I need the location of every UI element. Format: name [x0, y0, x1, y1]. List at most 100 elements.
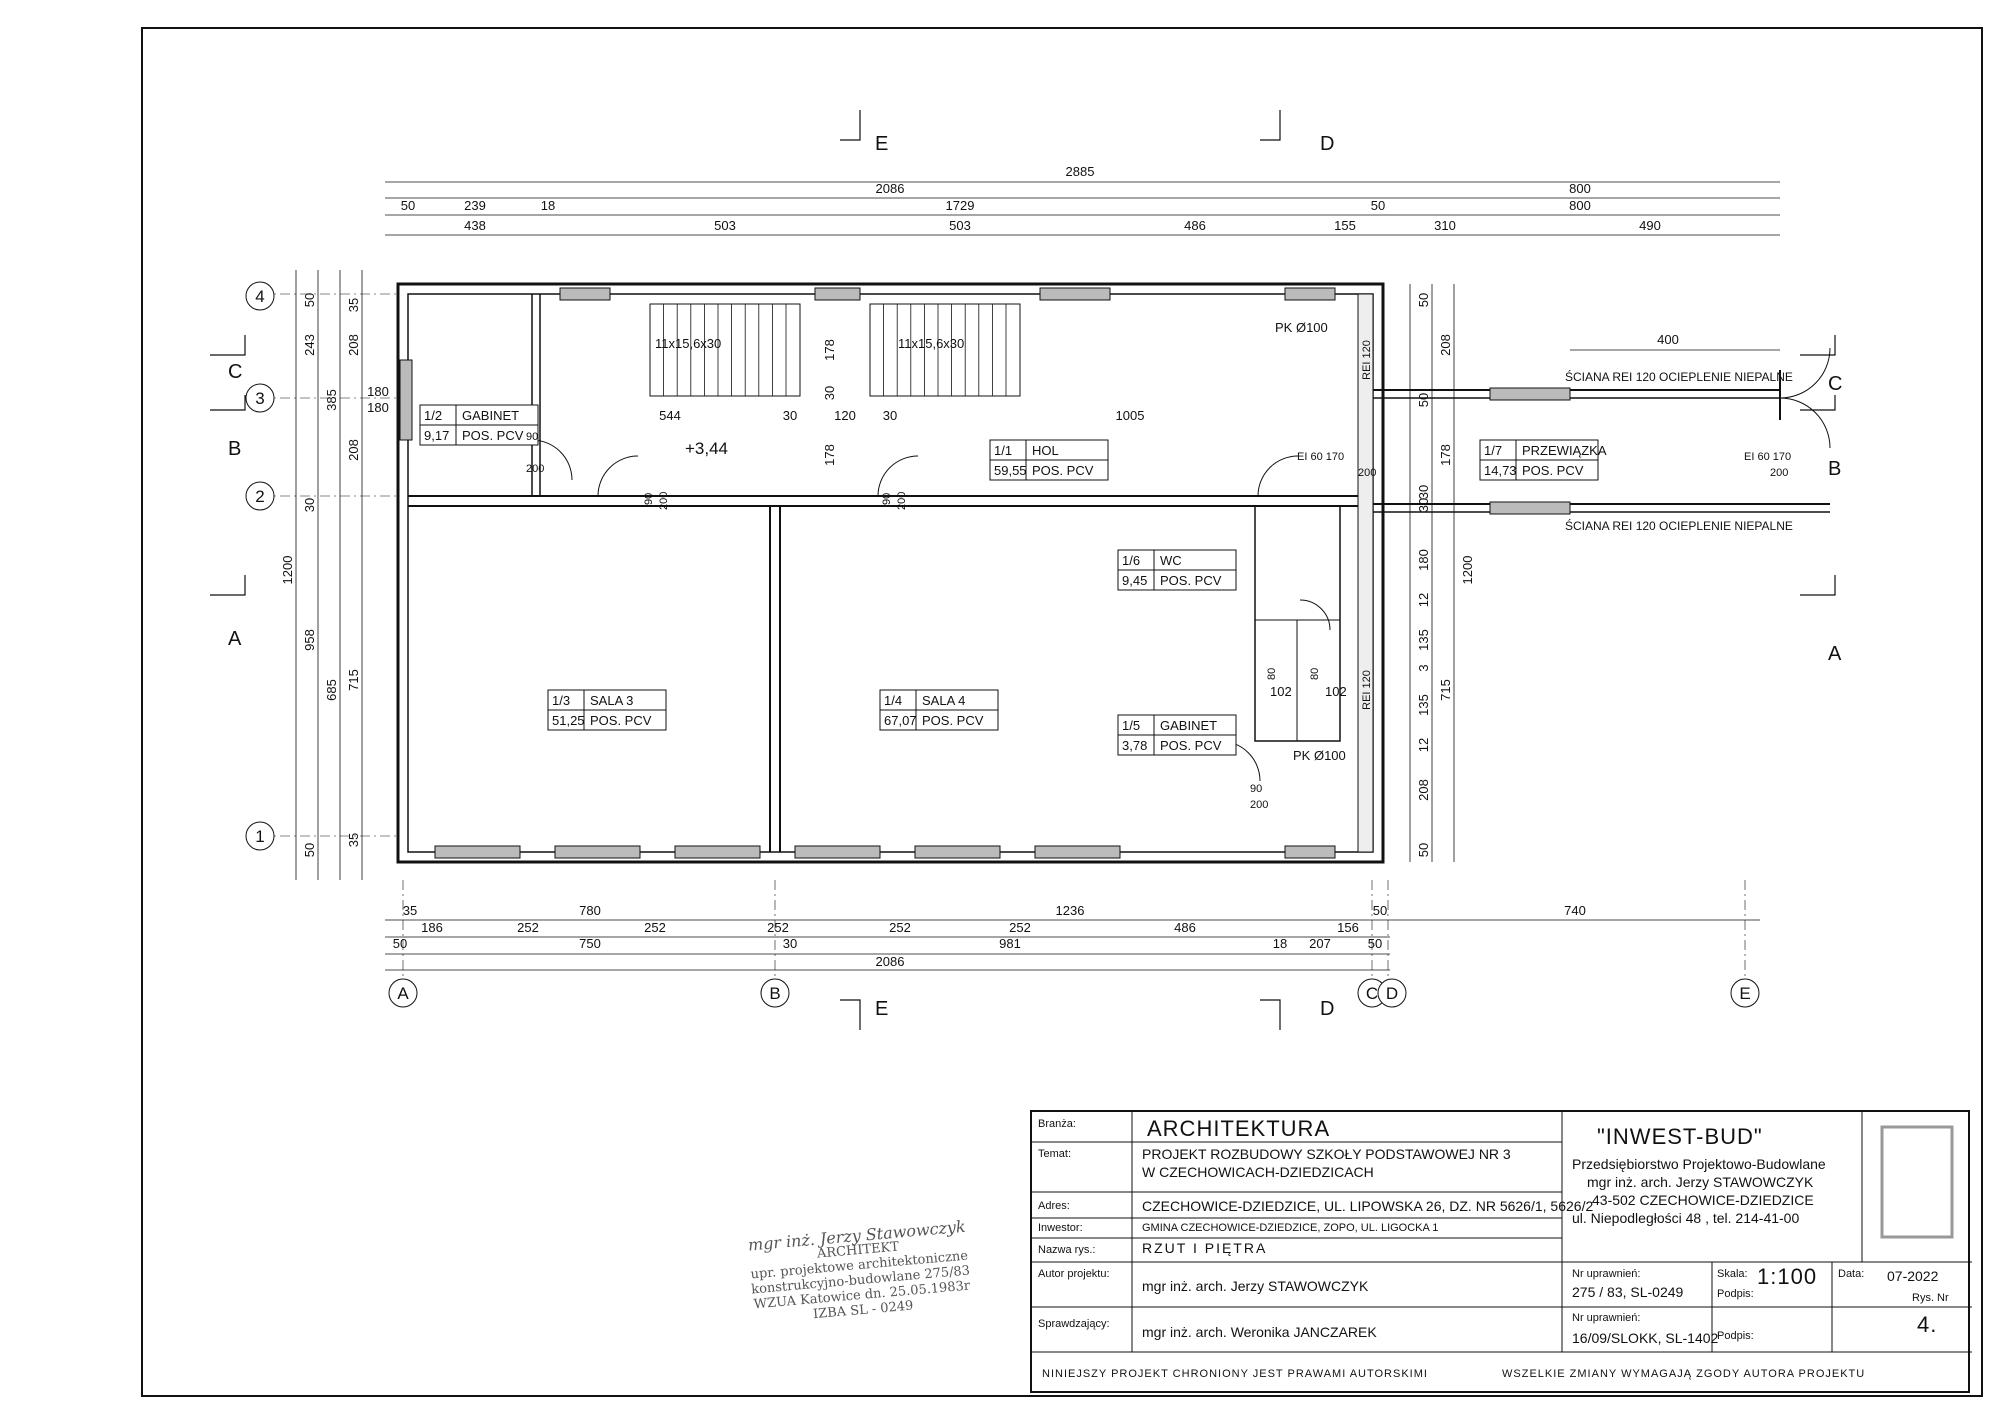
svg-text:B: B [228, 438, 241, 460]
svg-text:135: 135 [1416, 694, 1431, 716]
room-number: 1/1 [994, 443, 1012, 458]
svg-text:186: 186 [421, 920, 443, 935]
room-floor: POS. PCV [1160, 738, 1222, 753]
stairs-label: 11x15,6x30 [655, 336, 721, 351]
svg-text:3: 3 [1416, 664, 1431, 671]
svg-text:208: 208 [346, 334, 361, 356]
svg-text:REI 120: REI 120 [1361, 340, 1373, 380]
door-arc [1779, 347, 1831, 399]
room-number: 1/3 [552, 693, 570, 708]
svg-text:50: 50 [302, 293, 317, 307]
svg-text:EI 60 170: EI 60 170 [1744, 451, 1791, 463]
license-value: 16/09/SLOKK, SL-1402 [1572, 1330, 1719, 1346]
svg-text:30: 30 [1416, 498, 1431, 512]
svg-text:E: E [875, 133, 888, 155]
title-block-grid [1032, 1112, 1972, 1353]
section-marks [210, 110, 1836, 1030]
pk-label: PK Ø100 [1293, 748, 1346, 763]
room-area: 14,73 [1484, 463, 1517, 478]
checker-value: mgr inż. arch. Weronika JANCZAREK [1142, 1324, 1377, 1340]
dim-text: 155 [1334, 218, 1356, 233]
copyright-note: NINIEJSZY PROJEKT CHRONIONY JEST PRAWAMI… [1042, 1368, 1428, 1380]
label: Skala: [1717, 1268, 1748, 1280]
window [434, 845, 521, 859]
svg-text:30: 30 [783, 408, 797, 423]
inwestor-value: GMINA CZECHOWICE-DZIEDZICE, ZOPO, UL. LI… [1142, 1222, 1439, 1234]
svg-text:200: 200 [526, 463, 544, 475]
svg-text:200: 200 [1770, 467, 1788, 479]
window [559, 287, 611, 301]
dim-text: 18 [541, 198, 555, 213]
window [674, 845, 761, 859]
svg-text:1200: 1200 [280, 556, 295, 585]
door-arc [531, 439, 573, 481]
dim-text: 1729 [946, 198, 975, 213]
svg-text:50: 50 [1416, 293, 1431, 307]
wall-note: ŚCIANA REI 120 OCIEPLENIE NIEPALNE [1565, 518, 1793, 533]
svg-text:715: 715 [346, 669, 361, 691]
building-walls [396, 282, 1385, 864]
svg-text:90: 90 [881, 493, 893, 505]
label: Nazwa rys.: [1038, 1244, 1096, 1256]
axis-label-col: B [769, 984, 780, 1003]
top-dimensions: 2885 2086 800 50 239 18 1729 50 800 438 … [401, 164, 1661, 233]
section-labels: A A B B C C D D E E [228, 133, 1842, 1020]
svg-text:207: 207 [1309, 936, 1331, 951]
scale-value: 1:100 [1757, 1264, 1818, 1289]
drawing-number: 4. [1917, 1312, 1938, 1337]
room-area: 59,55 [994, 463, 1027, 478]
dim-text: 2086 [876, 181, 905, 196]
pk-label: PK Ø100 [1275, 320, 1328, 335]
axis-label-row: 1 [255, 827, 264, 846]
svg-text:156: 156 [1337, 920, 1359, 935]
svg-text:740: 740 [1564, 903, 1586, 918]
window [914, 845, 1001, 859]
window [1489, 501, 1571, 515]
dim-connector: 400 [1657, 332, 1679, 347]
svg-text:50: 50 [1416, 393, 1431, 407]
label: Rys. Nr [1912, 1292, 1949, 1304]
dim-text: 486 [1184, 218, 1206, 233]
axis-label-row: 2 [255, 487, 264, 506]
room-area: 9,17 [424, 428, 449, 443]
room-name: HOL [1032, 443, 1059, 458]
label: Autor projektu: [1038, 1268, 1110, 1280]
svg-text:EI 60 170: EI 60 170 [1297, 451, 1344, 463]
company-line: 43-502 CZECHOWICE-DZIEDZICE [1592, 1192, 1814, 1208]
svg-text:30: 30 [1416, 485, 1431, 499]
svg-text:252: 252 [1009, 920, 1031, 935]
room-floor: POS. PCV [1160, 573, 1222, 588]
svg-text:D: D [1320, 998, 1334, 1020]
svg-text:90: 90 [643, 493, 655, 505]
svg-text:C: C [1828, 373, 1842, 395]
svg-text:208: 208 [1438, 334, 1453, 356]
room-number: 1/5 [1122, 718, 1140, 733]
svg-text:50: 50 [1373, 903, 1387, 918]
title-block: Branża: ARCHITEKTURA Temat: PROJEKT ROZB… [1030, 1110, 1972, 1393]
svg-text:REI 120: REI 120 [1361, 670, 1373, 710]
svg-text:80: 80 [1266, 668, 1278, 680]
windows [399, 287, 1571, 859]
svg-text:50: 50 [1368, 936, 1382, 951]
svg-text:715: 715 [1438, 679, 1453, 701]
svg-text:1236: 1236 [1056, 903, 1085, 918]
svg-text:252: 252 [767, 920, 789, 935]
svg-text:50: 50 [302, 843, 317, 857]
svg-text:750: 750 [579, 936, 601, 951]
svg-text:E: E [875, 998, 888, 1020]
company-line: mgr inż. arch. Jerzy STAWOWCZYK [1587, 1174, 1814, 1190]
right-dimensions: 50 208 50 30 178 30 180 12 135 3 135 12 … [1416, 293, 1679, 857]
dim-text: 503 [714, 218, 736, 233]
svg-text:B: B [1828, 458, 1841, 480]
author-value: mgr inż. arch. Jerzy STAWOWCZYK [1142, 1278, 1369, 1294]
svg-text:252: 252 [889, 920, 911, 935]
svg-text:A: A [1828, 643, 1842, 665]
axis-label-col: D [1386, 984, 1398, 1003]
annotations: 11x15,6x30 11x15,6x30 +3,44 PK Ø100 PK Ø… [526, 320, 1793, 811]
level-mark: +3,44 [685, 439, 728, 458]
